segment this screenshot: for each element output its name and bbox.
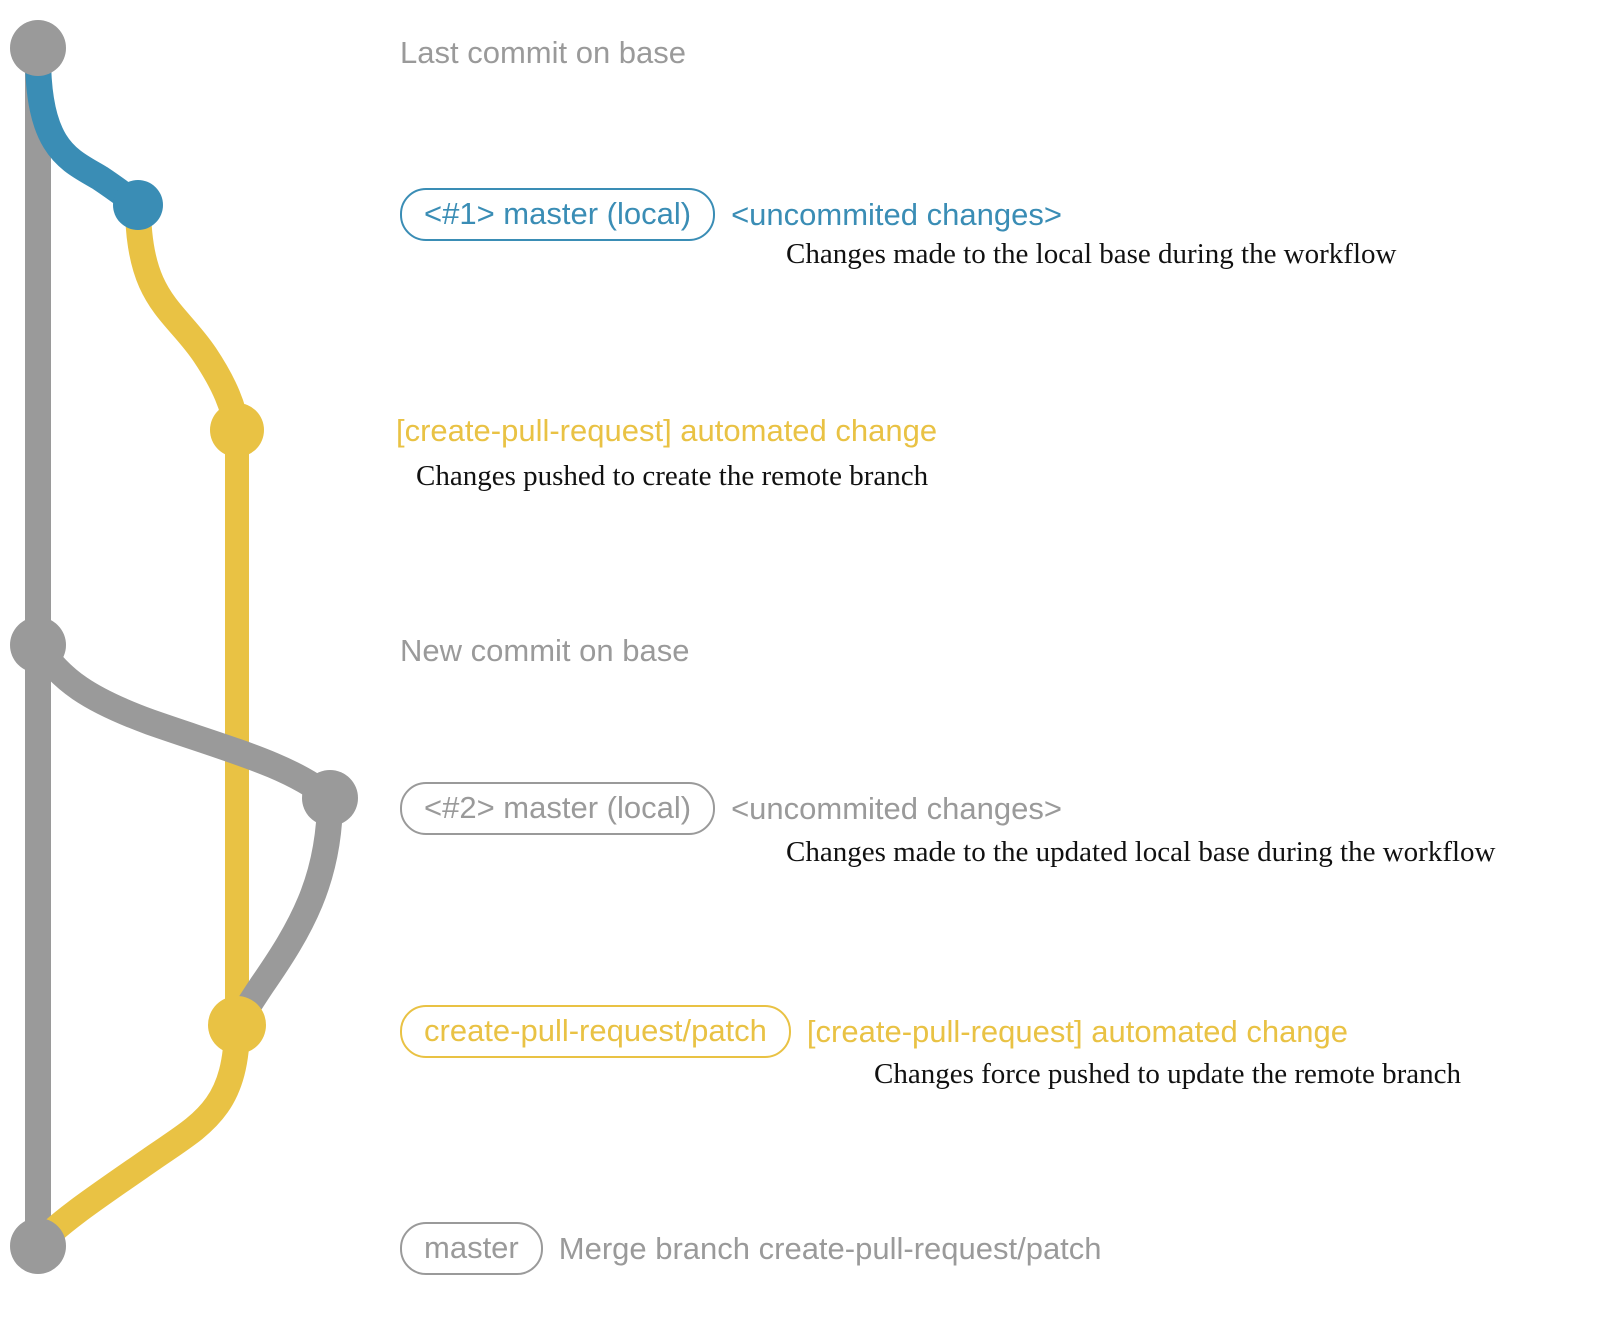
local-to-patch-line xyxy=(224,785,343,1038)
node-merge[interactable] xyxy=(10,1218,66,1274)
node-last-commit-on-base[interactable] xyxy=(10,20,66,76)
node-automated-change-2[interactable] xyxy=(208,996,266,1054)
commit-message-automated-change-2: [create-pull-request] automated change xyxy=(806,1014,1349,1049)
patch-branch-line-1 xyxy=(125,192,250,443)
note-local-2: Changes made to the updated local base d… xyxy=(786,836,1496,868)
branch-badge-local-1[interactable]: <#1> master (local) xyxy=(400,188,716,241)
row-automated-change-2: create-pull-request/patch [create-pull-r… xyxy=(400,1005,1348,1058)
branch-badge-local-2[interactable]: <#2> master (local) xyxy=(400,782,716,835)
node-local-1[interactable] xyxy=(113,180,163,230)
local-branch-line-1 xyxy=(25,43,151,218)
node-new-commit-on-base[interactable] xyxy=(10,617,66,673)
note-automated-change-1: Changes pushed to create the remote bran… xyxy=(416,460,929,492)
commit-message-new-commit-on-base: New commit on base xyxy=(400,633,690,668)
row-local-1: <#1> master (local) <uncommited changes> xyxy=(400,188,1062,241)
note-automated-change-2: Changes force pushed to update the remot… xyxy=(874,1058,1462,1090)
note-local-1: Changes made to the local base during th… xyxy=(786,238,1397,270)
commit-message-local-1: <uncommited changes> xyxy=(731,197,1062,232)
row-local-2: <#2> master (local) <uncommited changes> xyxy=(400,782,1062,835)
node-local-2[interactable] xyxy=(302,770,358,826)
commit-message-last-commit-on-base: Last commit on base xyxy=(400,35,687,70)
node-automated-change-1[interactable] xyxy=(210,403,264,457)
commit-message-automated-change-1: [create-pull-request] automated change xyxy=(396,413,938,448)
commit-message-local-2: <uncommited changes> xyxy=(731,791,1062,826)
local-branch-line-2 xyxy=(25,632,343,811)
merge-branch-line xyxy=(25,1012,250,1259)
branch-badge-patch[interactable]: create-pull-request/patch xyxy=(400,1005,791,1058)
commit-message-merge: Merge branch create-pull-request/patch xyxy=(558,1231,1102,1266)
row-merge: master Merge branch create-pull-request/… xyxy=(400,1222,1102,1275)
branch-badge-master[interactable]: master xyxy=(400,1222,543,1275)
